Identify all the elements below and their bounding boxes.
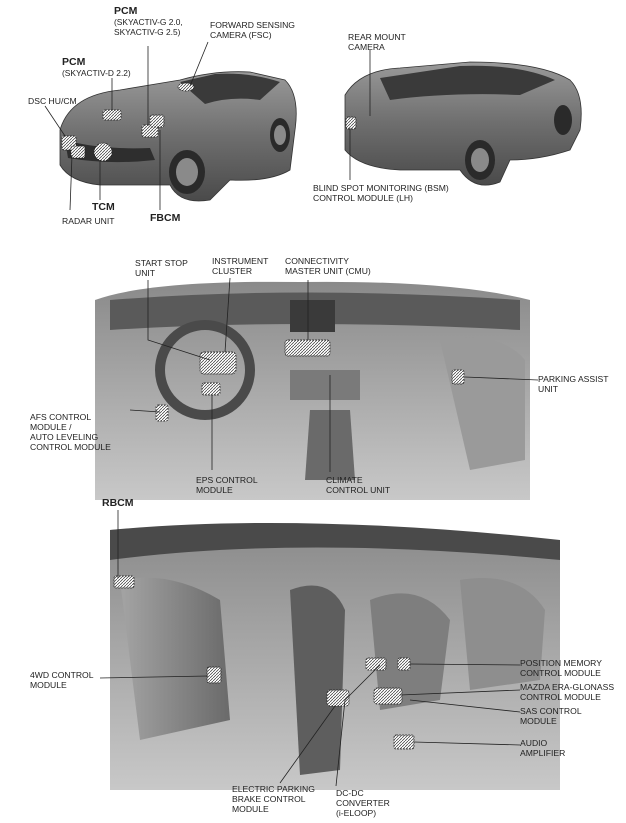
rbcm-label: RBCM — [102, 497, 134, 509]
era-label: MAZDA ERA-GLONASS CONTROL MODULE — [520, 682, 615, 702]
radar-label: RADAR UNIT — [62, 216, 115, 226]
parking-label: PARKING ASSIST UNIT — [538, 374, 609, 394]
cmu-label: CONNECTIVITY MASTER UNIT (CMU) — [285, 256, 371, 276]
dashboard-illustration — [95, 281, 530, 500]
pcm-g-title: PCM — [114, 5, 138, 17]
leader-lines — [44, 41, 539, 787]
audio-label: AUDIO AMPLIFIER — [520, 738, 566, 758]
pcm-g-sub: (SKYACTIV-G 2.0, SKYACTIV-G 2.5) — [114, 17, 183, 37]
tcm-label: TCM — [92, 201, 115, 213]
start-stop-label: START STOP UNIT — [135, 258, 188, 278]
eps-label: EPS CONTROL MODULE — [196, 475, 258, 495]
rear-cam-label: REAR MOUNT CAMERA — [348, 32, 406, 52]
sas-label: SAS CONTROL MODULE — [520, 706, 582, 726]
climate-label: CLIMATE CONTROL UNIT — [326, 475, 391, 495]
cabin-illustration — [110, 522, 560, 790]
pcm-d-title: PCM — [62, 56, 86, 68]
fsc-label: FORWARD SENSING CAMERA (FSC) — [210, 20, 295, 40]
epb-label: ELECTRIC PARKING BRAKE CONTROL MODULE — [232, 784, 315, 814]
dsc-label: DSC HU/CM — [28, 96, 77, 106]
dcdc-label: DC-DC CONVERTER (i-ELOOP) — [336, 788, 390, 818]
rear-car-illustration — [344, 61, 582, 186]
instrument-label: INSTRUMENT CLUSTER — [212, 256, 269, 276]
pcm-d-sub: (SKYACTIV-D 2.2) — [62, 68, 131, 78]
module-markers — [61, 82, 465, 750]
afs-label: AFS CONTROL MODULE / AUTO LEVELING CONTR… — [30, 412, 111, 452]
bsm-label: BLIND SPOT MONITORING (BSM) CONTROL MODU… — [313, 183, 449, 203]
fbcm-label: FBCM — [150, 212, 181, 224]
fwd-label: 4WD CONTROL MODULE — [30, 670, 94, 690]
position-label: POSITION MEMORY CONTROL MODULE — [520, 658, 602, 678]
front-car-illustration — [59, 71, 297, 202]
